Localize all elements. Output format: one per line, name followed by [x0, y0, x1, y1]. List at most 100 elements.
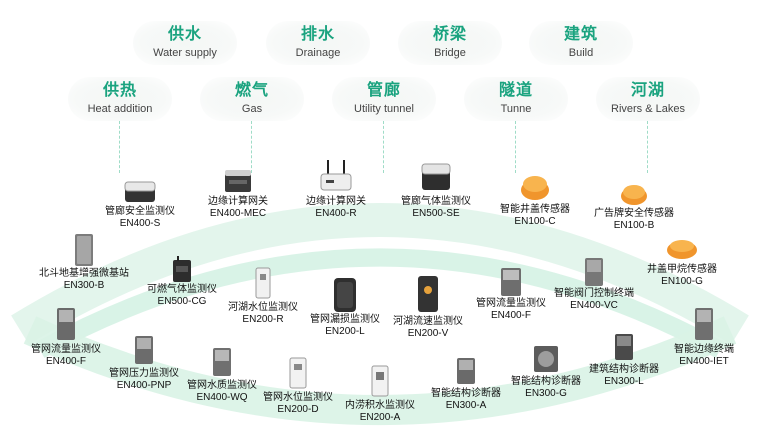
category-title-en: Utility tunnel — [354, 103, 414, 115]
category-title-en: Bridge — [434, 47, 466, 59]
device-name: 河湖水位监测仪 — [228, 302, 298, 313]
device-name: 边缘计算网关 — [208, 196, 268, 207]
category-connector — [647, 121, 649, 173]
device-name: 内涝积水监测仪 — [345, 400, 415, 411]
river-level-icon — [255, 267, 271, 299]
leak-monitor-icon — [334, 278, 356, 312]
building-structure-icon — [615, 334, 633, 360]
category-drainage: 排水 Drainage — [266, 21, 370, 65]
category-connector — [251, 121, 253, 173]
device-model: EN400-IET — [679, 356, 729, 367]
device-name: 管廊安全监测仪 — [105, 206, 175, 217]
device-card: 内涝积水监测仪 EN200-A — [320, 364, 440, 424]
device-name: 管网水质监测仪 — [187, 380, 257, 391]
category-bubble — [200, 77, 304, 121]
category-utility-tunnel: 管廊 Utility tunnel — [332, 77, 436, 173]
category-title-cn: 供水 — [167, 26, 202, 43]
router-gateway-icon — [320, 160, 352, 191]
device-card: 管网流量监测仪 EN400-F — [6, 306, 126, 368]
device-card: 管网漏损监测仪 EN200-L — [285, 276, 405, 338]
category-title-en: Gas — [241, 103, 263, 115]
category-title-cn: 燃气 — [234, 82, 269, 99]
device-model: EN400-F — [490, 310, 531, 321]
device-name: 管网漏损监测仪 — [310, 314, 380, 325]
edge-terminal-icon — [695, 308, 713, 340]
device-card: 智能边缘终端 EN400-IET — [644, 306, 758, 368]
device-model: EN500-CG — [157, 296, 207, 307]
device-model: EN200-A — [359, 412, 401, 423]
pipe-flow-icon — [501, 268, 521, 296]
device-model: EN200-L — [325, 326, 365, 337]
category-bubble — [133, 21, 237, 65]
device-name: 智能阀门控制终端 — [554, 288, 634, 299]
category-build: 建筑 Build — [529, 21, 633, 65]
device-card: 智能井盖传感器 EN100-C — [475, 170, 595, 228]
device-card: 边缘计算网关 EN400-MEC — [178, 166, 298, 220]
category-title-en: Tunne — [500, 103, 532, 115]
structure-gauge-icon — [534, 346, 558, 372]
category-gas: 燃气 Gas — [200, 77, 304, 173]
device-name: 井盖甲烷传感器 — [647, 264, 717, 275]
device-card: 管廊安全监测仪 EN400-S — [80, 180, 200, 230]
device-model: EN400-WQ — [196, 392, 248, 403]
category-title-en: Rivers & Lakes — [611, 103, 685, 115]
device-card: 边缘计算网关 EN400-R — [276, 156, 396, 220]
device-model: EN400-S — [119, 218, 161, 229]
category-connector — [515, 121, 517, 173]
category-title-cn: 建筑 — [563, 26, 598, 43]
valve-control-icon — [585, 258, 603, 286]
category-title-cn: 排水 — [300, 26, 335, 43]
waterlogging-icon — [371, 365, 389, 397]
device-model: EN500-SE — [412, 208, 460, 219]
device-model: EN100-C — [514, 216, 556, 227]
pipe-flow-box-icon — [57, 308, 75, 340]
category-title-cn: 隧道 — [498, 82, 533, 99]
billboard-sensor-icon — [621, 185, 647, 205]
device-model: EN400-F — [45, 356, 86, 367]
device-model: EN400-PNP — [116, 380, 172, 391]
device-name: 河湖流速监测仪 — [393, 316, 463, 327]
device-name: 边缘计算网关 — [306, 196, 366, 207]
combustible-gas-icon — [173, 256, 191, 282]
category-title-en: Heat addition — [87, 103, 153, 115]
category-title-en: Water supply — [153, 47, 217, 59]
device-name: 可燃气体监测仪 — [147, 284, 217, 295]
device-name: 智能结构诊断器 — [431, 388, 501, 399]
category-bubble — [529, 21, 633, 65]
category-title-cn: 桥梁 — [432, 26, 467, 43]
water-quality-icon — [213, 348, 231, 376]
category-title-en: Build — [568, 47, 594, 59]
device-model: EN200-V — [407, 328, 449, 339]
device-name: 建筑结构诊断器 — [589, 364, 659, 375]
device-card: 北斗地基增强微基站 EN300-B — [24, 232, 144, 292]
category-bubble — [398, 21, 502, 65]
category-bubble — [464, 77, 568, 121]
device-card: 智能结构诊断器 EN300-G — [486, 344, 606, 400]
device-card: 智能阀门控制终端 EN400-VC — [534, 256, 654, 312]
device-card: 井盖甲烷传感器 EN100-G — [622, 236, 742, 288]
category-title-cn: 管廊 — [366, 82, 401, 99]
category-heat-addition: 供热 Heat addition — [68, 77, 172, 173]
gas-monitor-icon — [421, 163, 451, 190]
category-connector — [383, 121, 385, 173]
device-name: 管网水位监测仪 — [263, 392, 333, 403]
category-bubble — [266, 21, 370, 65]
methane-sensor-icon — [667, 240, 697, 259]
device-model: EN300-B — [63, 280, 105, 291]
edge-gateway-icon — [225, 170, 251, 192]
device-name: 管网压力监测仪 — [109, 368, 179, 379]
device-model: EN100-B — [613, 220, 655, 231]
category-connector — [119, 121, 121, 173]
tunnel-safety-monitor-icon — [124, 181, 156, 202]
device-model: EN300-G — [525, 388, 567, 399]
category-rivers-lakes: 河湖 Rivers & Lakes — [596, 77, 700, 173]
category-bridge: 桥梁 Bridge — [398, 21, 502, 65]
device-card: 管网流量监测仪 EN400-F — [451, 266, 571, 322]
category-bubble — [596, 77, 700, 121]
category-water-supply: 供水 Water supply — [133, 21, 237, 65]
device-name: 广告牌安全传感器 — [594, 208, 674, 219]
device-model: EN100-G — [661, 276, 703, 287]
device-name: 管廊气体监测仪 — [401, 196, 471, 207]
